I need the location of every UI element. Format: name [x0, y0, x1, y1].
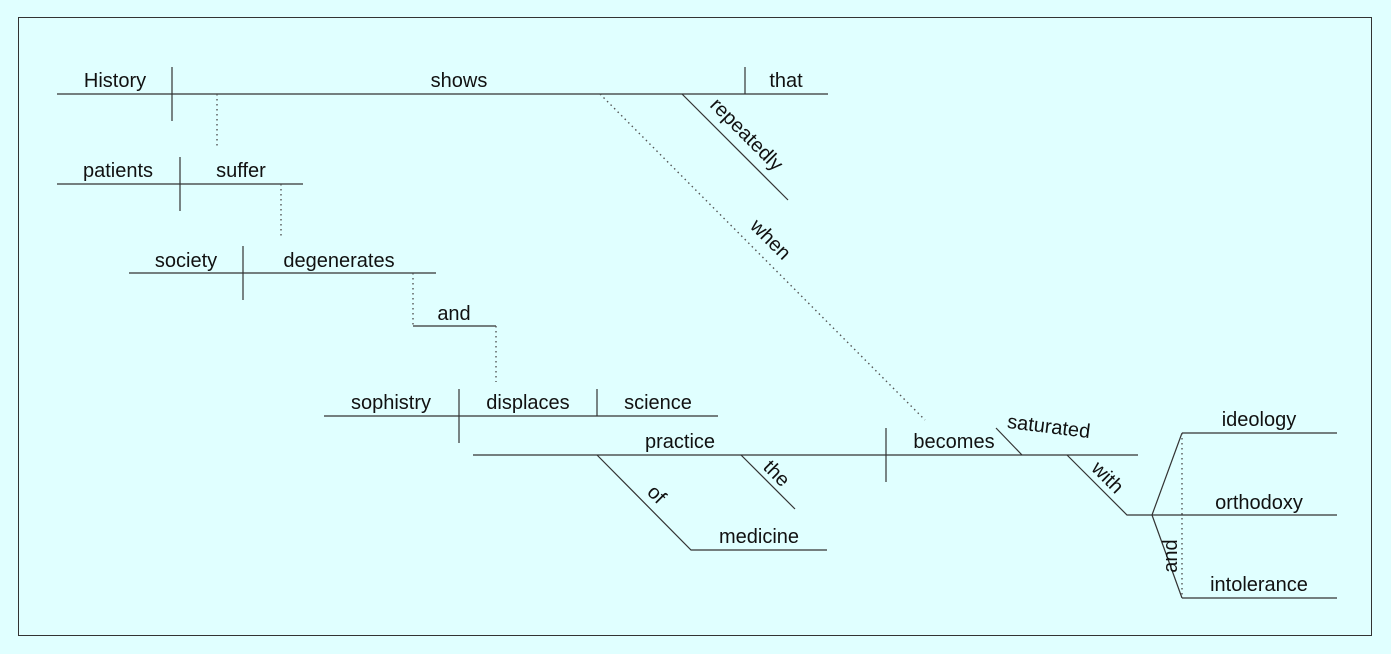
word-history: History: [84, 70, 146, 92]
word-intolerance: intolerance: [1210, 574, 1308, 596]
with-line: [1066, 454, 1152, 516]
word-shows: shows: [431, 70, 488, 92]
fork-upper: [1151, 432, 1183, 516]
word-practice: practice: [645, 431, 715, 453]
word-suffer: suffer: [216, 160, 266, 182]
of-medicine-line: [596, 454, 827, 551]
word-displaces: displaces: [486, 392, 569, 414]
word-and-2: and: [1160, 539, 1182, 572]
complement-divider: [995, 427, 1023, 456]
word-that: that: [769, 70, 803, 92]
fork-lower: [1151, 514, 1183, 599]
word-medicine: medicine: [719, 526, 799, 548]
word-degenerates: degenerates: [283, 250, 394, 272]
word-becomes: becomes: [913, 431, 994, 453]
word-and-1: and: [437, 303, 470, 325]
word-orthodoxy: orthodoxy: [1215, 492, 1303, 514]
word-science: science: [624, 392, 692, 414]
repeatedly-modifier-line: [681, 93, 789, 201]
when-connector: [599, 93, 926, 421]
word-society: society: [155, 250, 217, 272]
diagram-border: [18, 17, 1372, 636]
word-sophistry: sophistry: [351, 392, 431, 414]
word-patients: patients: [83, 160, 153, 182]
the-modifier-line: [740, 454, 796, 510]
word-ideology: ideology: [1222, 409, 1297, 431]
